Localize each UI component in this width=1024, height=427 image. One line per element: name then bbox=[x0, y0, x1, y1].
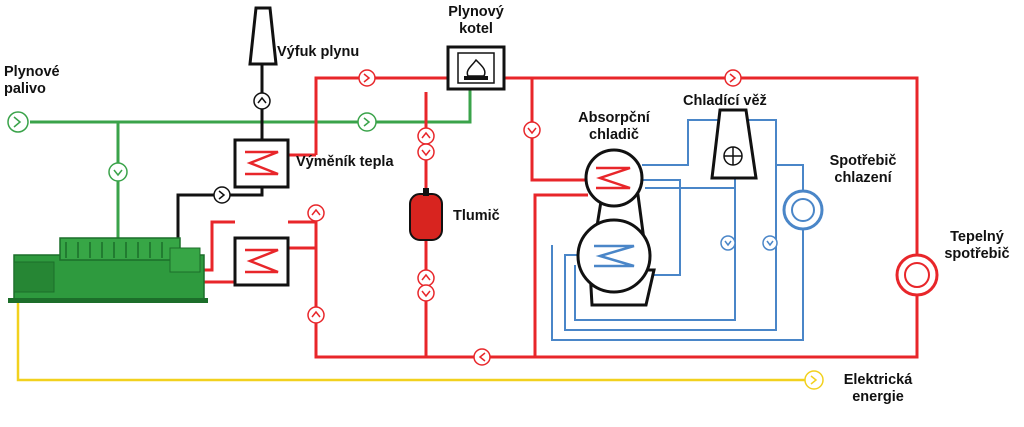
cooling-tower bbox=[710, 108, 758, 180]
label-cooling-consumer-line2: chlazení bbox=[834, 170, 892, 186]
flow-arrow-icon bbox=[417, 269, 435, 287]
flow-arrow-icon bbox=[253, 92, 271, 110]
flow-arrow-icon bbox=[804, 370, 824, 390]
label-chiller-line2: chladič bbox=[589, 127, 639, 143]
absorption-chiller bbox=[576, 148, 656, 307]
exhaust-stack-icon bbox=[248, 6, 278, 66]
heat-consumer bbox=[895, 253, 939, 297]
heat-exchanger-lower bbox=[233, 236, 290, 287]
flame-icon bbox=[464, 58, 488, 80]
label-boiler-line2: kotel bbox=[459, 21, 493, 37]
flow-arrow-icon bbox=[213, 186, 231, 204]
flow-arrow-icon bbox=[307, 306, 325, 324]
label-electric-line2: energie bbox=[852, 389, 904, 405]
label-heat-consumer-line1: Tepelný bbox=[950, 229, 1004, 245]
label-fuel-line1: Plynové bbox=[4, 64, 60, 80]
fan-icon bbox=[724, 147, 742, 165]
label-electric-line1: Elektrická bbox=[843, 372, 913, 388]
flow-arrow-icon bbox=[357, 112, 377, 132]
flow-arrow-icon bbox=[720, 235, 736, 251]
flow-arrow-icon bbox=[7, 111, 29, 133]
label-cooling-tower: Chladící věž bbox=[683, 93, 767, 109]
label-exchanger: Výměník tepla bbox=[296, 154, 394, 170]
flow-arrow-icon bbox=[523, 121, 541, 139]
heat-exchanger-upper bbox=[233, 138, 290, 189]
label-muffler: Tlumič bbox=[453, 208, 500, 224]
cooling-consumer bbox=[782, 189, 824, 231]
flow-arrow-icon bbox=[417, 127, 435, 145]
flow-arrows bbox=[7, 69, 824, 390]
flow-arrow-icon bbox=[108, 162, 128, 182]
gas-boiler bbox=[446, 45, 506, 91]
flow-arrow-icon bbox=[724, 69, 742, 87]
flow-arrow-icon bbox=[307, 204, 325, 222]
label-chiller-line1: Absorpční bbox=[578, 110, 650, 126]
label-boiler-line1: Plynový bbox=[448, 4, 504, 20]
muffler bbox=[409, 188, 443, 241]
label-exhaust: Výfuk plynu bbox=[277, 44, 360, 60]
flow-arrow-icon bbox=[417, 284, 435, 302]
flow-arrow-icon bbox=[358, 69, 376, 87]
flow-arrow-icon bbox=[762, 235, 778, 251]
flow-arrow-icon bbox=[473, 348, 491, 366]
label-fuel-line2: palivo bbox=[4, 81, 46, 97]
chilled-water-lines bbox=[551, 119, 804, 341]
electric-line bbox=[16, 275, 806, 382]
flow-arrow-icon bbox=[417, 143, 435, 161]
engine-generator bbox=[8, 237, 208, 303]
label-cooling-consumer-line1: Spotřebič bbox=[829, 153, 897, 169]
label-heat-consumer-line2: spotřebič bbox=[944, 246, 1010, 262]
